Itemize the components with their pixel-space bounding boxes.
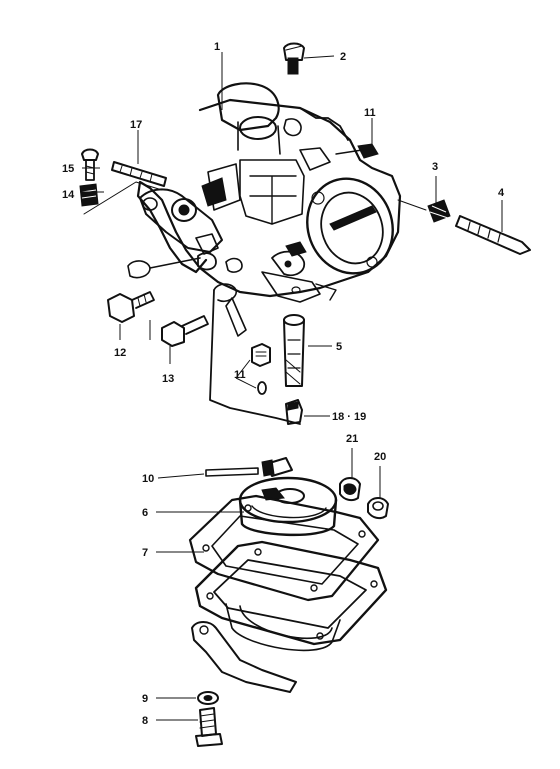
part-8-bolt xyxy=(195,707,223,747)
leader-lines xyxy=(80,52,503,721)
carburetor-body xyxy=(127,82,402,425)
part-3-spring xyxy=(427,199,451,223)
label-17: 17 xyxy=(130,119,142,131)
label-8: 8 xyxy=(142,715,148,727)
part-11-jet-and-washer xyxy=(251,343,271,395)
part-17-screw xyxy=(83,161,167,215)
label-7: 7 xyxy=(142,547,148,559)
label-13: 12 xyxy=(114,347,126,359)
label-6: 6 xyxy=(142,507,148,519)
part-21-spring-cap xyxy=(339,477,361,502)
label-11: 11 xyxy=(234,369,246,381)
label-18-19: 18 · 19 xyxy=(332,411,366,423)
part-9-washer xyxy=(197,691,219,705)
part-13-bolt xyxy=(107,291,155,323)
label-9: 9 xyxy=(142,693,148,705)
label-5: 5 xyxy=(336,341,342,353)
label-2: 2 xyxy=(340,51,346,63)
part-4-needle-screw xyxy=(397,199,531,255)
part-16-screw xyxy=(81,148,99,181)
label-12: 11 xyxy=(364,107,376,119)
part-labels: 1 2 11 17 3 4 15 14 5 12 13 11 18 · 19 2… xyxy=(62,41,505,727)
part-10-float-pin xyxy=(205,467,259,477)
part-7-gasket xyxy=(188,494,380,602)
part-18-19-jet xyxy=(285,399,303,425)
label-10: 10 xyxy=(142,473,154,485)
label-21: 21 xyxy=(346,433,358,445)
label-1: 1 xyxy=(214,41,220,53)
part-12-screw xyxy=(335,143,379,159)
part-needle-valve xyxy=(261,457,293,477)
float-bowl xyxy=(191,540,388,693)
part-14-bolt xyxy=(161,315,209,347)
label-3: 3 xyxy=(432,161,438,173)
label-20: 20 xyxy=(374,451,386,463)
label-15: 14 xyxy=(62,189,75,201)
part-5-main-nozzle xyxy=(283,314,305,387)
label-14: 13 xyxy=(162,373,174,385)
label-16: 15 xyxy=(62,163,74,175)
label-4: 4 xyxy=(498,187,505,199)
part-15-spring xyxy=(79,183,99,207)
part-20-cap xyxy=(367,497,389,520)
part-2-screw xyxy=(283,42,305,75)
part-6-float xyxy=(238,476,338,537)
